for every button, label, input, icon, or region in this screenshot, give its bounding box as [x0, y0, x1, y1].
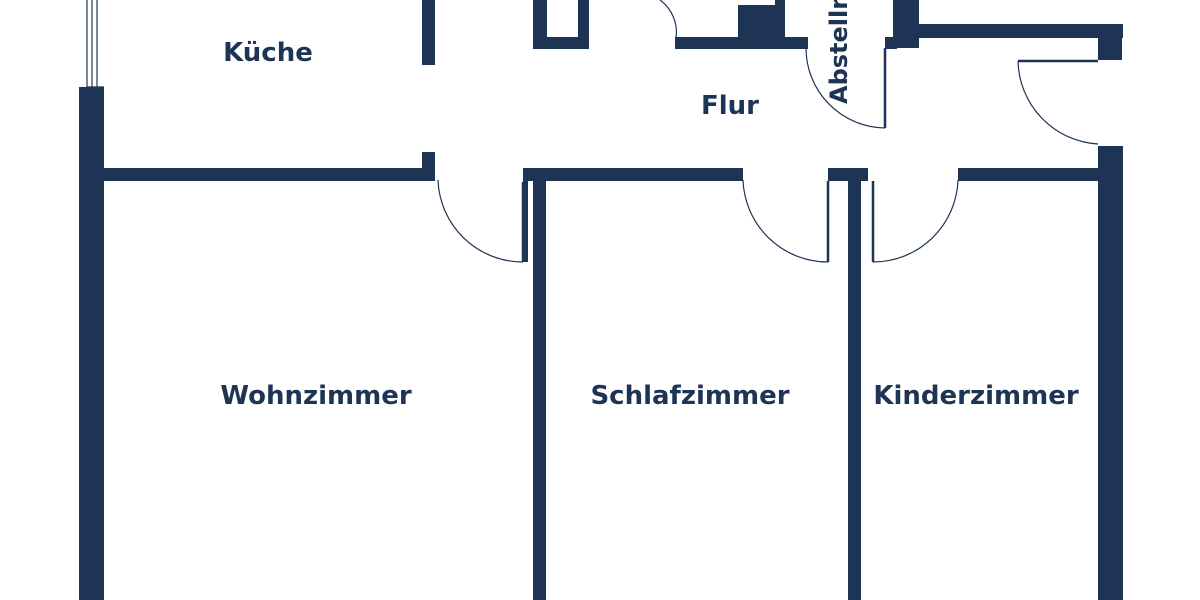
outer-wall-right [1098, 146, 1123, 600]
wall-storage-top [885, 37, 897, 49]
room-label-kinderzimmer: Kinderzimmer [873, 381, 1078, 411]
wall-top-right-post [893, 0, 919, 48]
wall-divider-living-bedroom [533, 181, 546, 600]
wall-horizontal-right [958, 168, 1098, 181]
wall-divider-bedroom-kidsroom [848, 181, 861, 600]
door-entrance [1017, 59, 1099, 145]
wall-kitchen-right-upper [422, 0, 435, 65]
room-label-wohnzimmer: Wohnzimmer [220, 381, 411, 411]
wall-horizontal-post [828, 168, 868, 181]
room-label-abstellraum: Abstellr [825, 0, 853, 104]
room-label-kueche: Küche [223, 38, 313, 68]
jamb-living [523, 172, 528, 262]
room-label-schlafzimmer: Schlafzimmer [590, 381, 789, 411]
kitchen-window [86, 0, 104, 88]
door-kidsroom [871, 179, 959, 263]
wall-horizontal-mid [523, 168, 743, 181]
wall-horizontal-left [104, 168, 435, 181]
wall-niche-bottom [533, 37, 589, 49]
wall-top-mid-post [775, 0, 785, 48]
wall-niche-right [578, 0, 589, 48]
door-niche [659, 0, 677, 39]
door-living-room [437, 179, 525, 263]
door-bedroom [742, 179, 830, 263]
outer-wall-left [79, 87, 104, 600]
wall-niche-left [533, 0, 547, 48]
room-label-flur: Flur [701, 91, 759, 121]
walls [79, 0, 1123, 600]
wall-top-mid-block [738, 5, 776, 49]
door-storage [805, 47, 887, 129]
wall-top-right [918, 24, 1123, 38]
